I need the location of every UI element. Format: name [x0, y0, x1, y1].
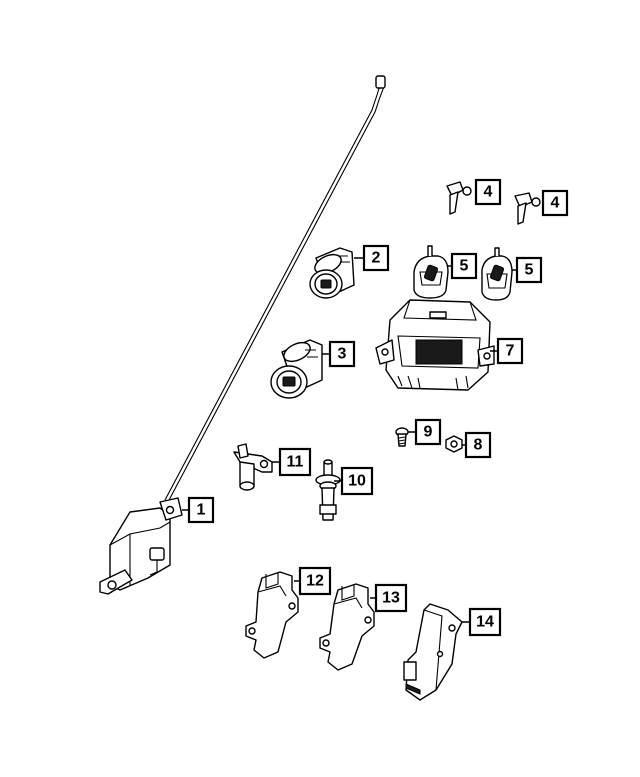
callout-4a-label: 4: [484, 184, 493, 201]
callout-12: 12: [294, 566, 332, 596]
callout-7-label: 7: [506, 343, 515, 360]
part-1-antenna-module: [99, 75, 386, 595]
callout-11: 11: [272, 447, 312, 477]
part-8-nut: [445, 435, 463, 453]
callout-14: 14: [462, 607, 502, 637]
callout-5b-label: 5: [525, 262, 534, 279]
part-10-switch: [315, 459, 341, 521]
part-9-screw: [395, 427, 409, 447]
part-14-housing: [403, 603, 463, 701]
callout-8-label: 8: [474, 437, 483, 454]
callout-11-label: 11: [287, 454, 304, 471]
callout-1-label: 1: [197, 502, 206, 519]
callout-5a-label: 5: [460, 258, 469, 275]
callout-1: 1: [182, 496, 215, 524]
callout-12-label: 12: [306, 573, 324, 590]
callout-5b: 5: [512, 256, 543, 284]
callout-3-label: 3: [338, 346, 347, 363]
callout-14-label: 14: [476, 614, 494, 631]
part-11-bracket: [233, 443, 273, 491]
callout-4b: 4: [541, 189, 569, 217]
callout-2-label: 2: [372, 250, 381, 267]
part-4-key-right: [514, 192, 541, 225]
callout-9-label: 9: [424, 424, 433, 441]
callout-4a: 4: [474, 178, 502, 206]
callout-7: 7: [490, 337, 524, 365]
part-13-bracket: [319, 583, 375, 671]
part-5-key-fob-right: [481, 247, 513, 301]
part-3-lock-cylinder: [270, 339, 323, 399]
callout-13-label: 13: [382, 590, 400, 607]
callout-9: 9: [408, 418, 442, 446]
callout-13: 13: [370, 583, 408, 613]
callout-8: 8: [462, 431, 492, 459]
part-4-key-left: [446, 181, 472, 215]
callout-4b-label: 4: [551, 195, 560, 212]
callout-2: 2: [354, 244, 390, 272]
callout-10-label: 10: [348, 473, 366, 490]
callout-10: 10: [334, 466, 374, 496]
part-5-key-fob-left: [413, 245, 449, 299]
part-7-control-module: [375, 299, 495, 391]
part-12-bracket: [245, 571, 299, 659]
part-2-lock-cylinder: [309, 247, 355, 299]
callout-5a: 5: [448, 252, 478, 280]
callout-3: 3: [322, 340, 356, 368]
